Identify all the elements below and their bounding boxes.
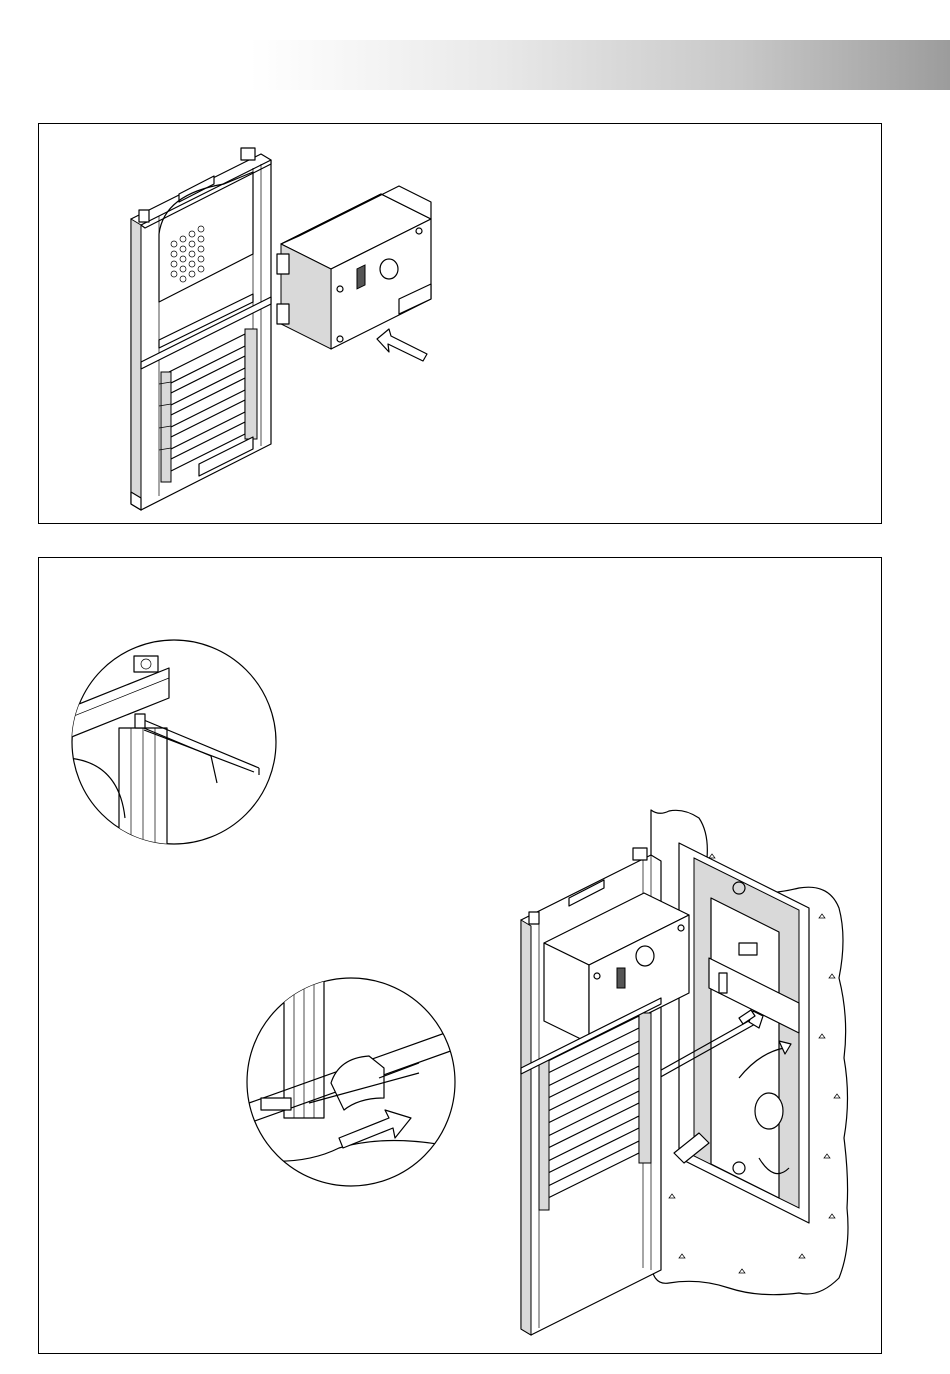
detail-cable-gland-circle xyxy=(239,978,459,1186)
insertion-arrow xyxy=(377,329,427,361)
front-plate-frame xyxy=(131,148,271,510)
electronic-module xyxy=(277,186,431,349)
figure-top-panel xyxy=(38,123,882,524)
figure-bottom-panel xyxy=(38,557,882,1354)
wall-mounting-illustration xyxy=(39,558,883,1355)
module-insertion-illustration xyxy=(39,124,883,525)
header-gradient-band xyxy=(250,40,950,90)
detail-hinge-rod-circle xyxy=(69,640,276,848)
flush-mount-box xyxy=(679,843,809,1223)
